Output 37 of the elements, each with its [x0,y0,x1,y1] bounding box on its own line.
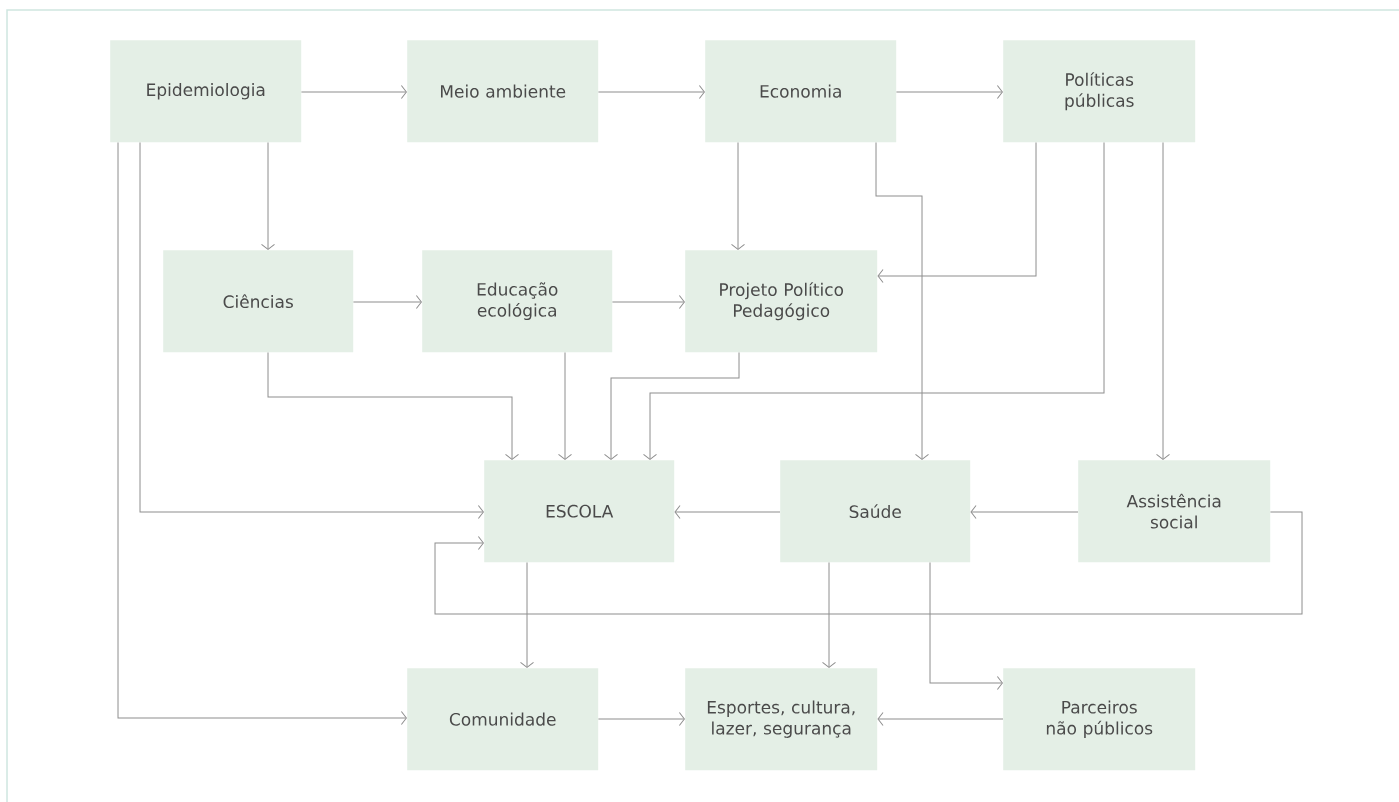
process-box: Meio ambiente [407,40,599,143]
arrow [300,85,407,99]
process-box: Economia [705,40,897,143]
process-box: Assistência social [1078,460,1271,563]
process-box: Projeto Político Pedagógico [685,250,878,353]
process-box: Políticas públicas [1003,40,1196,143]
arrow [558,351,572,460]
arrow [822,561,836,668]
arrow [970,505,1079,519]
arrow [597,712,685,726]
arrow [877,712,1004,726]
arrow [674,505,781,519]
arrow [929,561,1003,690]
arrow [643,141,1105,460]
process-box: Educação ecológica [422,250,613,353]
arrow [267,351,519,460]
arrow [877,141,1037,283]
process-box: Comunidade [407,668,599,771]
arrow [731,141,745,250]
arrow [1156,141,1170,460]
arrow [611,295,685,309]
arrow [520,561,534,668]
process-box: ESCOLA [484,460,675,563]
arrow [604,351,740,460]
process-box: Saúde [780,460,971,563]
process-box: Epidemiologia [110,40,302,143]
arrow [875,141,929,460]
arrow [352,295,422,309]
process-box: Parceiros não públicos [1003,668,1196,771]
arrow [117,141,407,725]
process-box: Ciências [163,250,354,353]
arrow [261,141,275,250]
arrow [597,85,705,99]
arrow [434,511,1303,615]
arrow [139,141,484,519]
process-box: Esportes, cultura, lazer, segurança [685,668,878,771]
arrow [895,85,1003,99]
